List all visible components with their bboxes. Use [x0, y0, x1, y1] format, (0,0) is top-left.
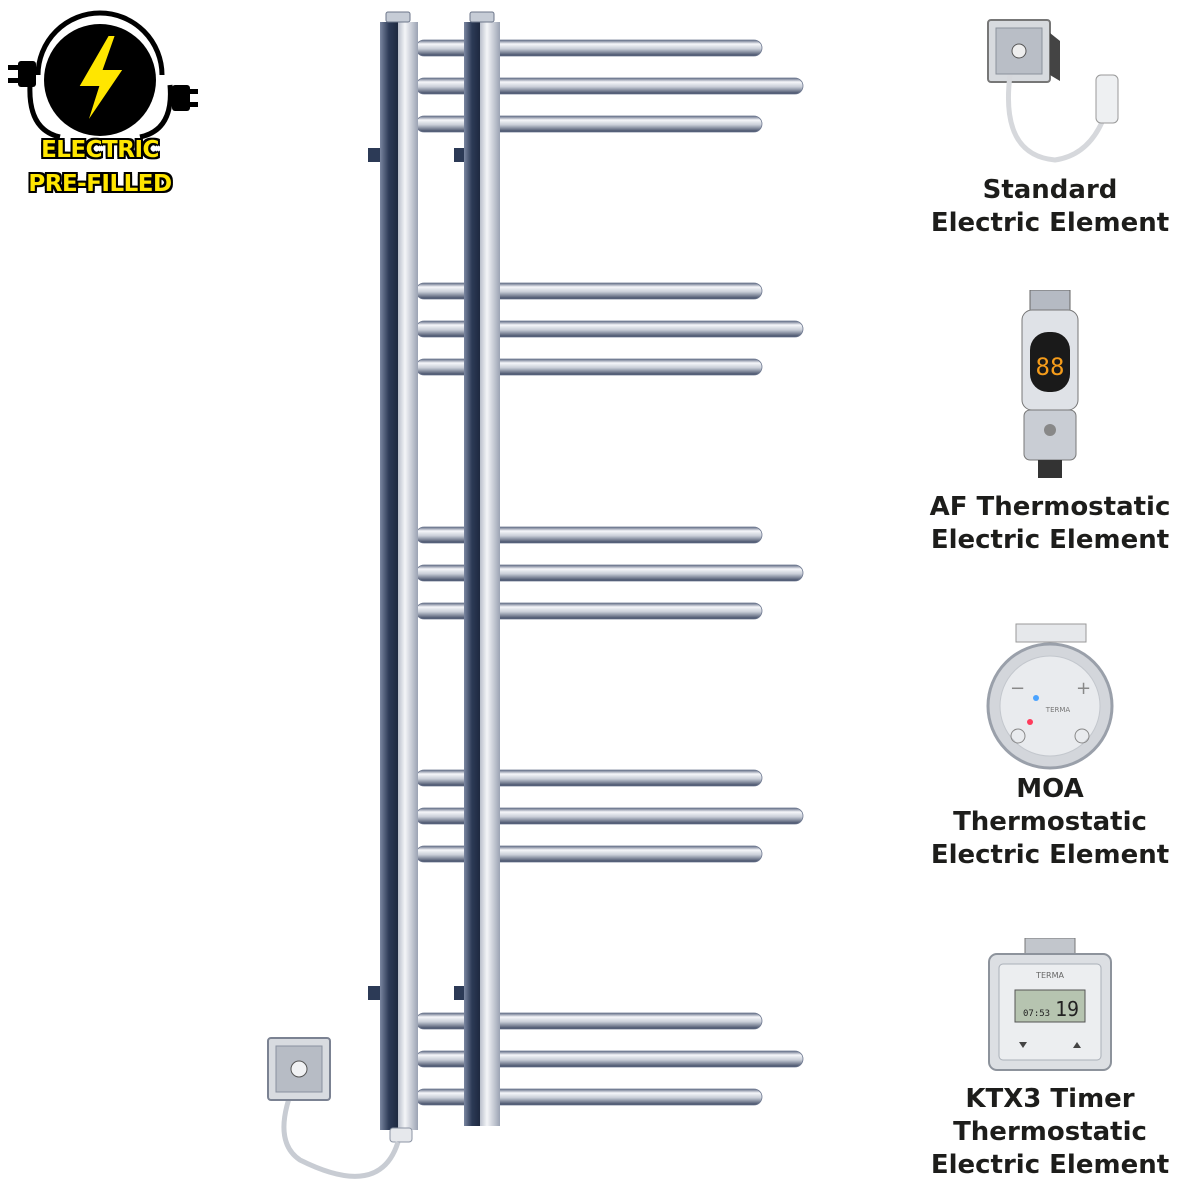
- badge-line-electric: ELECTRIC: [41, 137, 159, 163]
- moa-brand-text: TERMA: [1045, 706, 1071, 714]
- standard-element-icon: [987, 19, 1119, 163]
- element-label-line: Electric Element: [930, 840, 1170, 870]
- ktx3-time-display: 07:53: [1023, 1009, 1050, 1019]
- moa-thermostat-icon: − + TERMA: [986, 623, 1114, 770]
- element-label-line: MOA: [1016, 774, 1084, 804]
- af-display-digits: 88: [1036, 353, 1065, 381]
- ktx3-temp-display: 19: [1055, 997, 1079, 1021]
- element-label-moa: MOA Thermostatic Electric Element: [900, 773, 1200, 872]
- element-label-standard: Standard Electric Element: [900, 174, 1200, 240]
- svg-text:−: −: [1010, 678, 1025, 699]
- ktx3-brand-text: TERMA: [1035, 971, 1064, 980]
- element-label-ktx3: KTX3 Timer Thermostatic Electric Element: [900, 1083, 1200, 1182]
- electric-prefilled-badge: ELECTRIC PRE-FILLED: [0, 5, 200, 205]
- element-label-line: Electric Element: [930, 1150, 1170, 1180]
- element-label-line: Electric Element: [930, 525, 1170, 555]
- element-label-line: Thermostatic: [953, 807, 1147, 837]
- element-label-line: KTX3 Timer: [965, 1084, 1135, 1114]
- element-label-line: Electric Element: [930, 208, 1170, 238]
- element-label-line: AF Thermostatic: [929, 492, 1171, 522]
- af-thermostat-icon: 88: [1021, 290, 1079, 478]
- svg-text:+: +: [1076, 678, 1091, 699]
- ktx3-timer-icon: TERMA 07:53 19: [988, 938, 1112, 1071]
- element-label-line: Standard: [982, 175, 1118, 205]
- towel-radiator-image: [267, 11, 804, 1179]
- element-label-line: Thermostatic: [953, 1117, 1147, 1147]
- plug-lightning-icon: [8, 10, 198, 140]
- badge-line-prefilled: PRE-FILLED: [28, 171, 172, 197]
- element-label-af: AF Thermostatic Electric Element: [900, 491, 1200, 557]
